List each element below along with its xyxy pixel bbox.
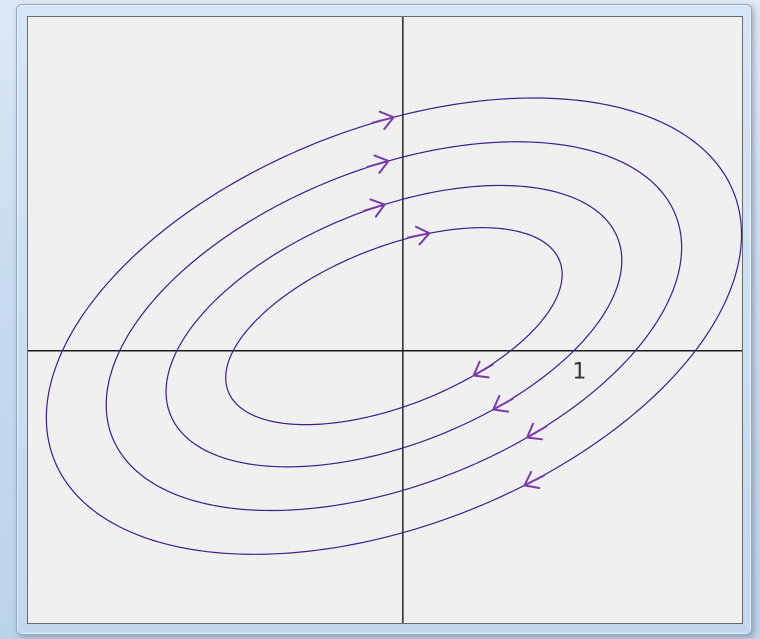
flow-arrow-2-1 bbox=[362, 198, 386, 218]
orbit-curve-3 bbox=[105, 141, 683, 512]
orbit-curve-2 bbox=[165, 184, 623, 468]
flow-arrow-2-2 bbox=[492, 394, 514, 413]
phase-portrait-chart: 1 bbox=[28, 17, 742, 623]
orbit-curve-1 bbox=[225, 227, 563, 426]
flow-arrow-1-2 bbox=[472, 360, 494, 379]
flow-arrow-4-2 bbox=[523, 470, 546, 489]
orbit-curve-4 bbox=[45, 97, 742, 555]
x-tick-label-1: 1 bbox=[572, 360, 586, 385]
orbit-layer bbox=[45, 97, 742, 555]
tick-layer: 1 bbox=[572, 360, 586, 385]
flow-arrow-4-1 bbox=[371, 110, 395, 131]
flow-arrow-3-1 bbox=[366, 154, 390, 174]
flow-arrow-1-1 bbox=[406, 225, 431, 246]
arrow-layer bbox=[362, 110, 548, 489]
plot-area: 1 bbox=[27, 16, 743, 624]
axes-layer bbox=[28, 17, 742, 623]
flow-arrow-3-2 bbox=[526, 422, 548, 441]
